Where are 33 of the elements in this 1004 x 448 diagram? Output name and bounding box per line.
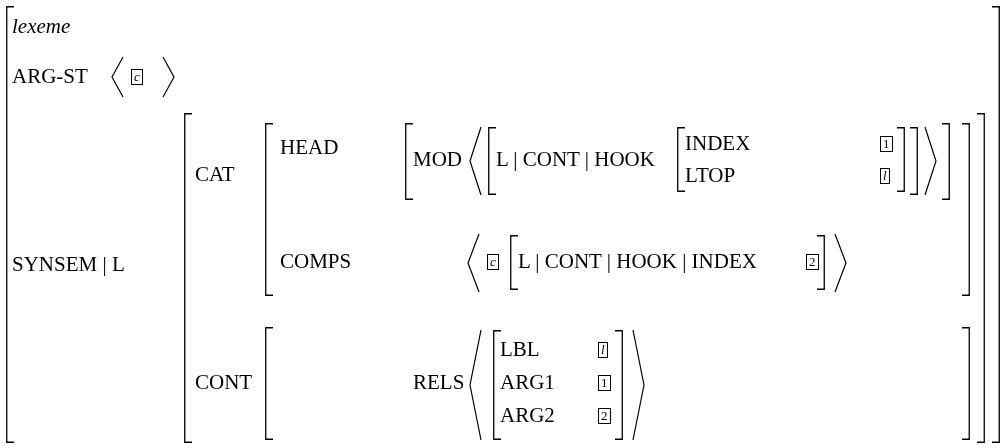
feature-label: INDEX bbox=[685, 132, 751, 156]
feature-label: HEAD bbox=[280, 136, 339, 160]
feature-label: RELS bbox=[413, 371, 465, 395]
attribute-value-matrix bbox=[677, 127, 905, 192]
feature-label: SYNSEM | L bbox=[12, 253, 125, 277]
boxed-tag: l bbox=[880, 168, 890, 184]
attribute-value-matrix bbox=[405, 123, 950, 200]
boxed-tag: c bbox=[487, 254, 499, 270]
feature-label: MOD bbox=[413, 148, 462, 172]
feature-label: CONT bbox=[195, 371, 253, 395]
attribute-value-matrix bbox=[493, 330, 623, 440]
feature-label: L | CONT | HOOK | INDEX bbox=[518, 250, 757, 274]
attribute-value-matrix bbox=[488, 127, 918, 195]
attribute-value-matrix bbox=[184, 113, 985, 443]
boxed-tag: 2 bbox=[598, 408, 611, 424]
feature-label: LTOP bbox=[685, 164, 736, 188]
feature-label: COMPS bbox=[280, 250, 352, 274]
feature-label: LBL bbox=[500, 338, 540, 362]
type-label: lexeme bbox=[12, 15, 71, 39]
boxed-tag: l bbox=[598, 342, 608, 358]
attribute-value-matrix bbox=[510, 235, 825, 290]
boxed-tag: 1 bbox=[598, 375, 611, 391]
feature-label: L | CONT | HOOK bbox=[496, 148, 655, 172]
boxed-tag: c bbox=[131, 69, 143, 85]
boxed-tag: 2 bbox=[806, 254, 819, 270]
attribute-value-matrix bbox=[265, 327, 970, 440]
feature-label: ARG1 bbox=[500, 371, 555, 395]
feature-label: CAT bbox=[195, 163, 235, 187]
attribute-value-matrix bbox=[6, 6, 1000, 443]
attribute-value-matrix bbox=[265, 123, 970, 296]
feature-label: ARG2 bbox=[500, 404, 555, 428]
feature-label: ARG-ST bbox=[12, 65, 88, 89]
boxed-tag: 1 bbox=[880, 136, 893, 152]
